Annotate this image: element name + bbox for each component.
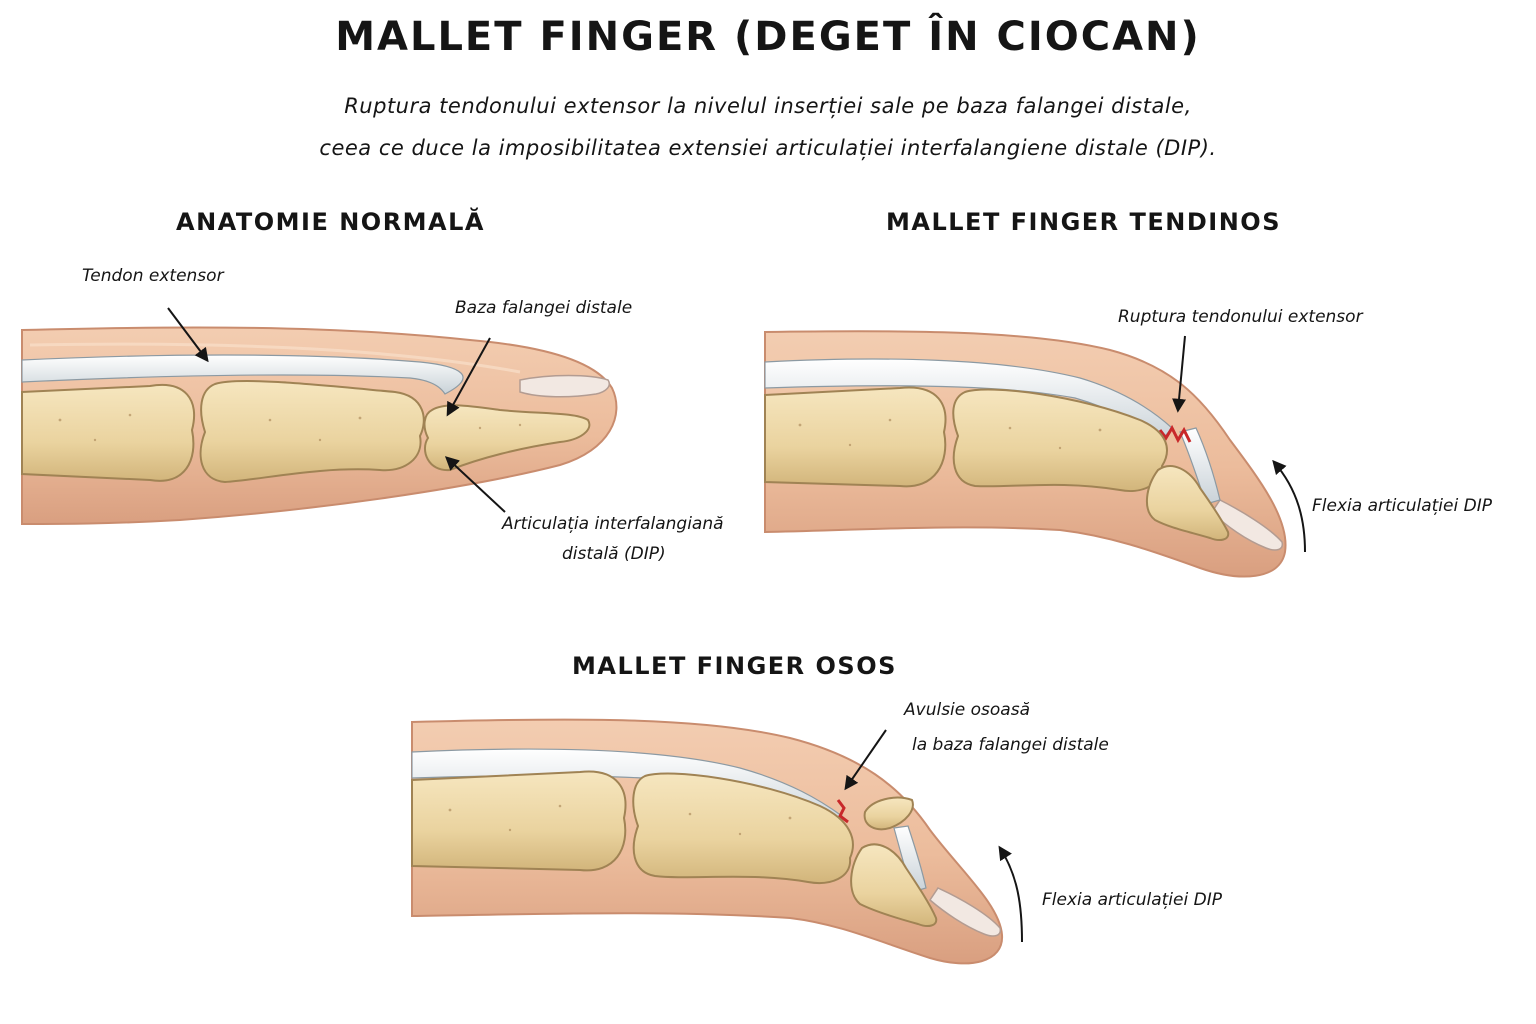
bony-proximal-phalanx: [411, 770, 627, 872]
subtitle-line-1: Ruptura tendonului extensor la nivelul i…: [344, 94, 1192, 118]
arrow-extensor-tendon: [167, 307, 209, 363]
arrow-distal-phalanx-base: [446, 337, 491, 417]
bony-nail: [929, 887, 1002, 937]
arrow-flexion-bony: [998, 845, 1023, 943]
subtitle-line-2: ceea ce duce la imposibilitatea extensie…: [319, 136, 1217, 160]
tendinous-finger: [764, 330, 1287, 578]
tendinous-distal-phalanx: [1146, 465, 1230, 541]
label-dip-joint-line-1: Articulația interfalangiană: [502, 514, 724, 534]
normal-nail: [519, 374, 610, 398]
tendinous-middle-phalanx: [952, 388, 1168, 492]
bony-avulsed-fragment: [863, 796, 914, 831]
bony-tendon-remnant: [893, 825, 927, 893]
arrow-flexion-tendinous: [1272, 459, 1306, 553]
arrow-tendon-rupture: [1172, 335, 1187, 413]
heading-tendinous-mallet: MALLET FINGER TENDINOS: [886, 208, 1281, 236]
label-distal-phalanx-base: Baza falangei distale: [455, 298, 633, 318]
bony-finger: [411, 718, 1004, 965]
heading-normal-anatomy: ANATOMIE NORMALĂ: [176, 208, 485, 236]
tendinous-tendon-stump: [1179, 427, 1221, 505]
normal-middle-phalanx: [199, 380, 425, 484]
bony-middle-phalanx: [632, 772, 854, 884]
arrow-dip-joint: [444, 456, 506, 513]
normal-extensor-tendon: [21, 354, 464, 395]
arrow-bony-avulsion: [844, 729, 887, 791]
tendinous-nail: [1211, 499, 1284, 551]
label-bony-avulsion-line-2: la baza falangei distale: [912, 735, 1109, 755]
label-dip-joint-line-2: distală (DIP): [562, 544, 666, 564]
label-dip-flexion-bony: Flexia articulației DIP: [1042, 890, 1222, 910]
bony-distal-phalanx: [850, 843, 938, 927]
label-bony-avulsion-line-1: Avulsie osoasă: [904, 700, 1030, 720]
bony-rupture-mark: [836, 799, 849, 824]
callout-arrows: [167, 307, 1306, 943]
label-dip-flexion-tendinous: Flexia articulației DIP: [1312, 496, 1492, 516]
page-title: MALLET FINGER (DEGET ÎN CIOCAN): [335, 14, 1201, 60]
label-tendon-rupture: Ruptura tendonului extensor: [1118, 307, 1363, 327]
tendinous-proximal-phalanx: [764, 386, 947, 488]
tendinous-rupture-mark: [1158, 424, 1192, 444]
normal-proximal-phalanx: [21, 383, 196, 482]
heading-bony-mallet: MALLET FINGER OSOS: [572, 652, 897, 680]
tendinous-extensor-tendon: [764, 358, 1173, 443]
label-extensor-tendon: Tendon extensor: [82, 266, 224, 286]
normal-distal-phalanx: [423, 404, 591, 472]
normal-finger: [21, 326, 618, 526]
